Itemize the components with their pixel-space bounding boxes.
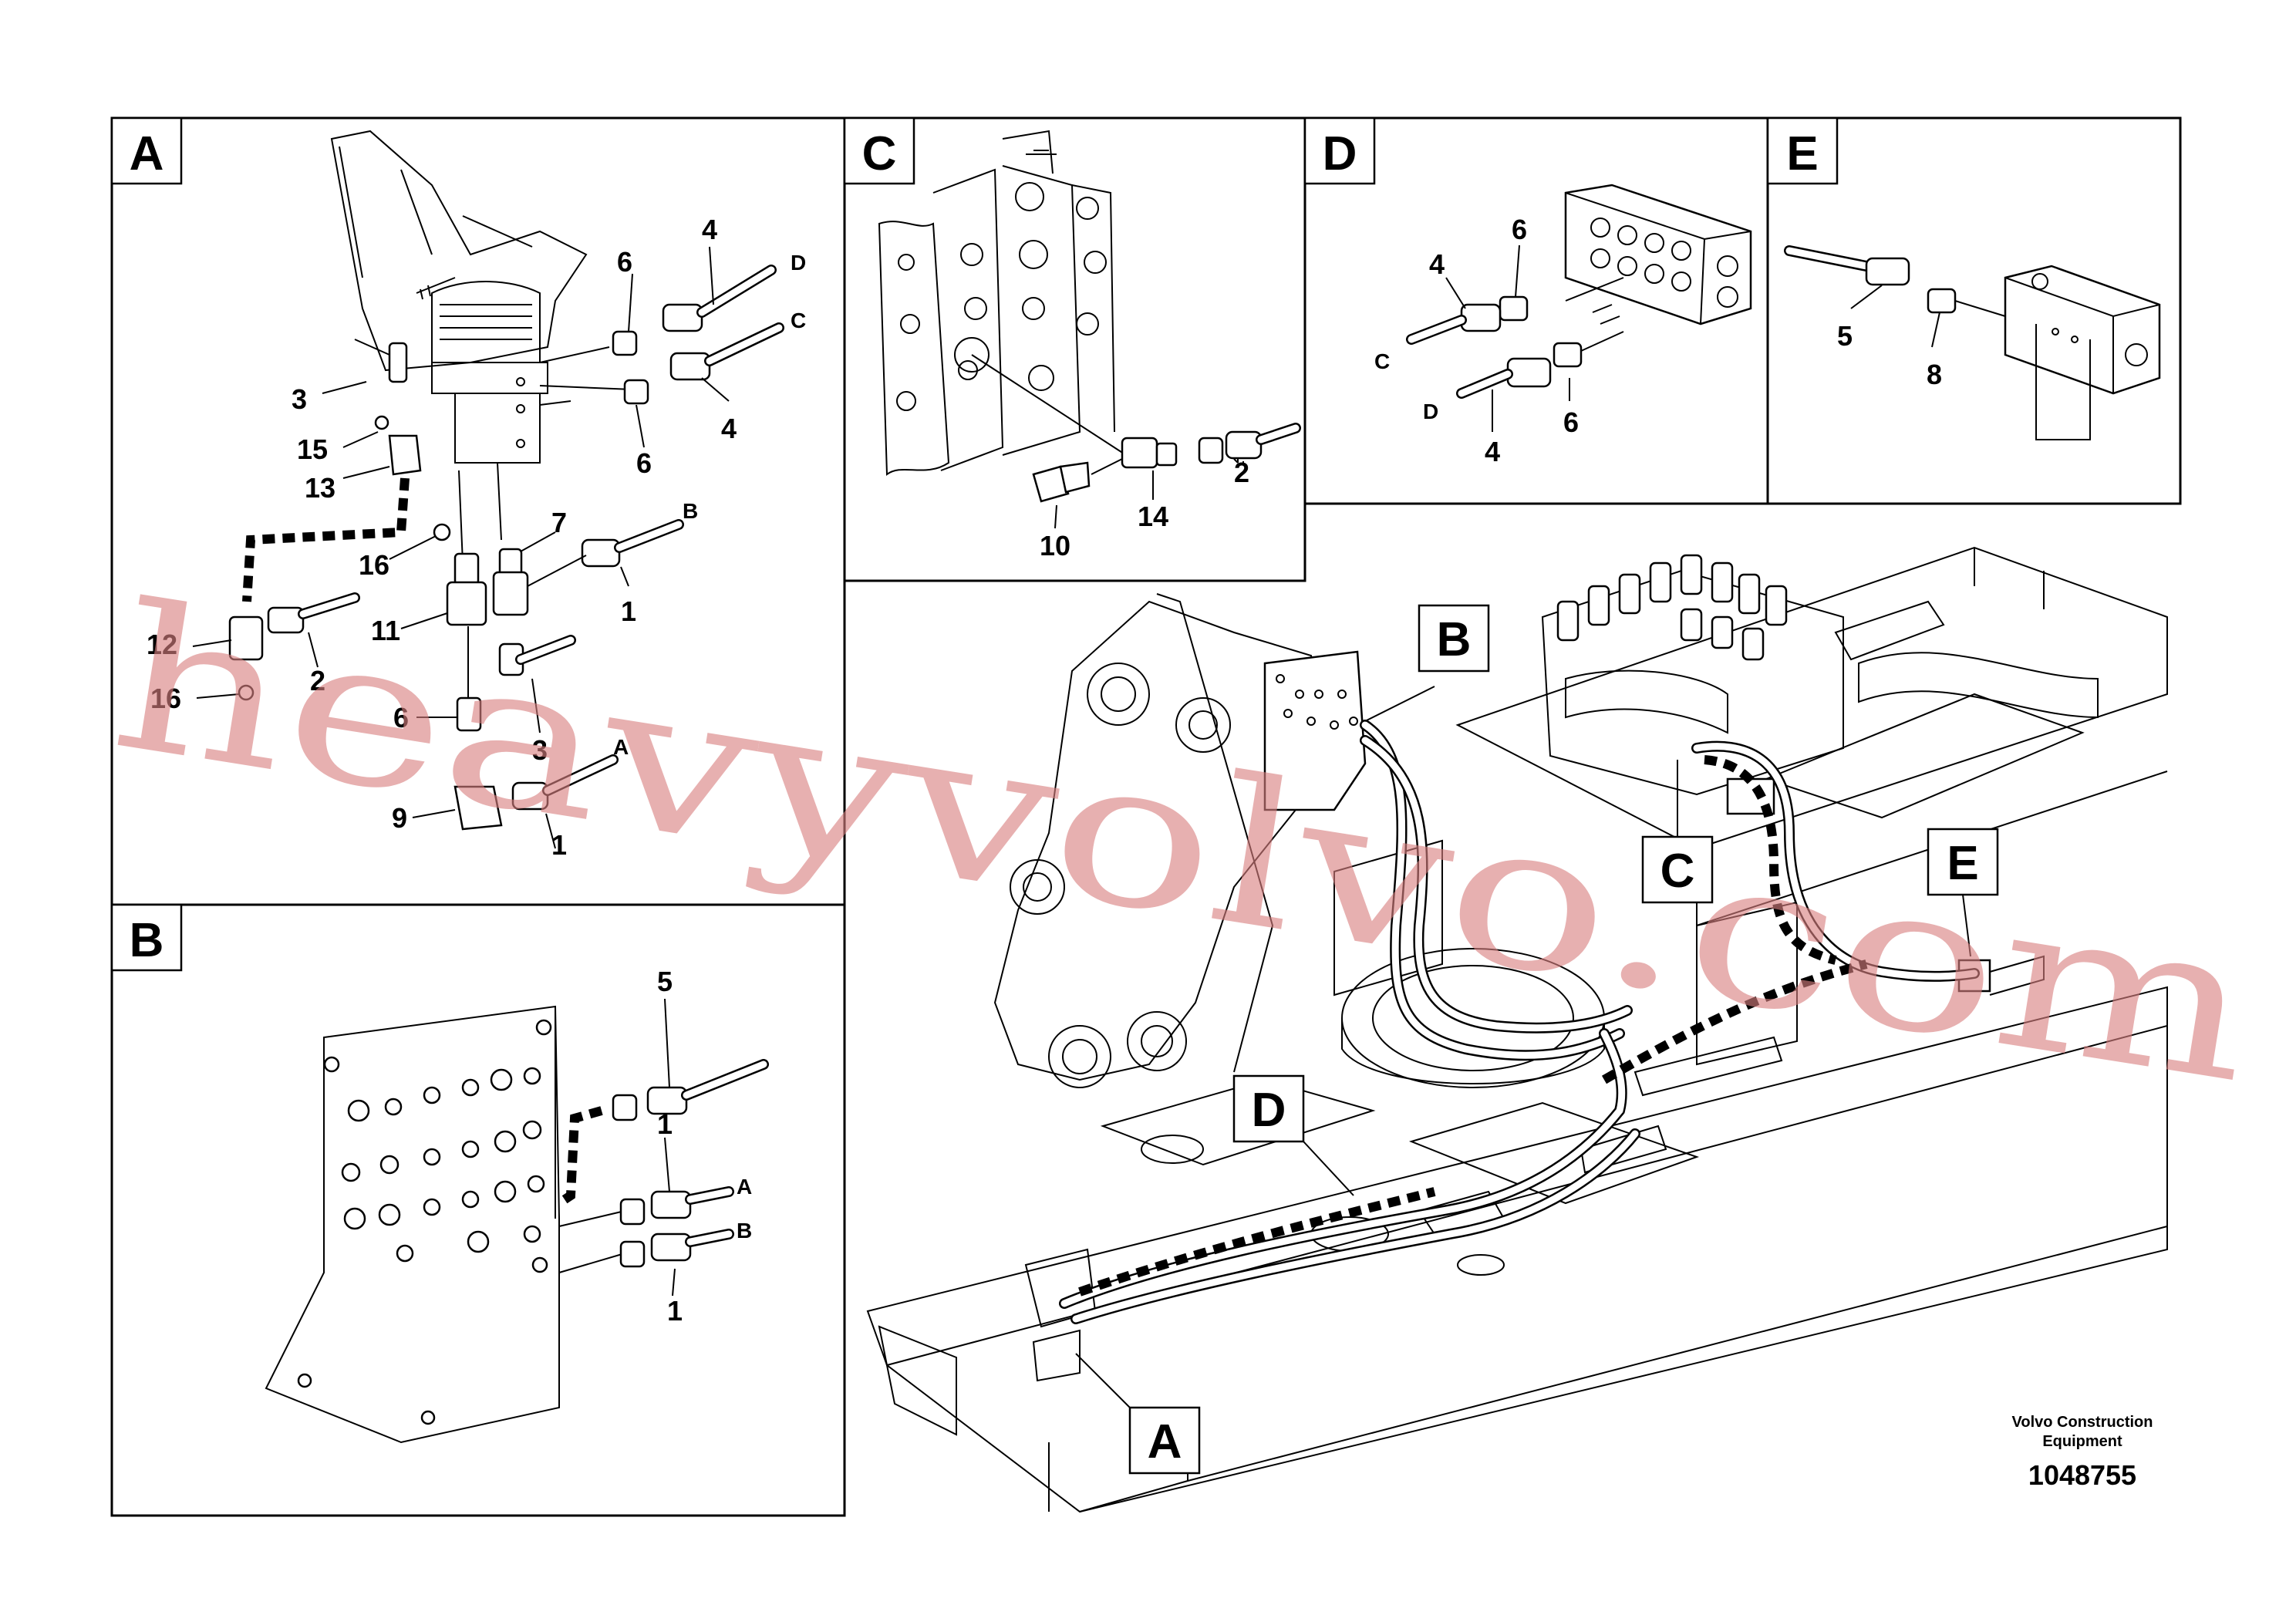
overview-tag-d: D [1232, 1074, 1354, 1196]
hose-4-upper [662, 265, 777, 332]
panel-e-callouts: 5 8 [1837, 320, 1942, 390]
hose-end-label: A [613, 735, 629, 759]
hose-end-label: B [683, 499, 698, 523]
panel-d-fittings [1406, 244, 1624, 432]
svg-text:C: C [1660, 845, 1695, 898]
panel-a-tag: A [110, 116, 183, 185]
pedal-valve-assembly-drawing [330, 130, 588, 464]
hose-4-mid [669, 322, 784, 381]
svg-text:A: A [1148, 1415, 1182, 1469]
callout-label: 12 [147, 629, 177, 660]
panel-d-callouts: 6 4 6 4 C D [1374, 214, 1579, 467]
hose-end-label: A [737, 1175, 752, 1199]
panel-d-tag: D [1303, 116, 1376, 185]
callout-label: 6 [393, 702, 409, 733]
svg-text:D: D [1323, 127, 1357, 180]
callout-label: 4 [702, 214, 717, 245]
panel-e-frame [1766, 116, 2182, 505]
callout-label: 9 [392, 802, 407, 834]
panel-c-tag: C [843, 116, 915, 185]
callout-label: 4 [721, 413, 737, 444]
callout-label: 6 [617, 246, 632, 278]
panel-a-callouts: 4 6 3 15 13 6 4 7 16 12 2 16 1 11 6 3 9 … [147, 214, 806, 861]
hose-end-label: D [791, 251, 806, 275]
panel-c-frame [843, 116, 1306, 582]
callout-label: 10 [1040, 530, 1070, 561]
panel-c-fittings [1032, 423, 1301, 529]
callout-label: 5 [657, 966, 673, 997]
connector-block-drawing [2004, 265, 2161, 440]
callout-label: 3 [532, 734, 548, 766]
callout-label: 6 [636, 447, 652, 479]
callout-label: 6 [1563, 406, 1579, 438]
credit-line-1: Volvo Construction [2012, 1414, 2153, 1431]
overview-tag-c: C [1641, 760, 1714, 904]
callout-label: 7 [551, 507, 567, 538]
document-number: 1048755 [2028, 1459, 2136, 1491]
fitting-6-mid [623, 379, 649, 405]
svg-text:B: B [130, 914, 164, 967]
svg-text:B: B [1437, 613, 1472, 666]
overview-tag-b: B [1364, 604, 1490, 722]
valve-block-plate-drawing [265, 1005, 560, 1444]
callout-label: 1 [657, 1108, 673, 1140]
svg-text:E: E [1786, 127, 1818, 180]
callout-label: 8 [1927, 359, 1942, 390]
hose-end-label: D [1423, 400, 1438, 423]
callout-label: 6 [1512, 214, 1527, 245]
panel-b-tag: B [110, 903, 183, 972]
callout-label: 2 [1234, 457, 1249, 488]
hose-end-label: C [791, 309, 806, 332]
callout-label: 16 [359, 549, 389, 581]
panel-a-hoses [228, 265, 784, 831]
svg-text:E: E [1947, 837, 1978, 890]
overview-hose-routing [1059, 720, 1980, 1324]
panel-b-hoses [556, 998, 769, 1297]
overview-tag-e: E [1927, 828, 1999, 957]
callout-label: 15 [297, 433, 328, 465]
callout-label: 4 [1429, 248, 1445, 280]
svg-text:C: C [862, 127, 897, 180]
callout-label: 14 [1138, 501, 1168, 532]
credit-line-2: Equipment [2042, 1433, 2122, 1450]
hose-end-label: B [737, 1219, 752, 1243]
panel-b-callouts: 5 1 1 A B [657, 966, 752, 1327]
panel-e-tag: E [1766, 116, 1839, 185]
hose-end-label: C [1374, 349, 1390, 373]
callout-label: 16 [150, 683, 181, 714]
callout-label: 4 [1485, 436, 1500, 467]
control-valve-closeup-drawing [878, 130, 1127, 476]
panel-b-frame [110, 903, 846, 1517]
callout-label: 1 [621, 595, 636, 627]
svg-text:D: D [1252, 1084, 1286, 1137]
callout-label: 13 [305, 472, 335, 504]
callout-label: 2 [310, 665, 325, 696]
overview-tag-a: A [1075, 1353, 1201, 1475]
credit-block: Volvo Construction Equipment 1048755 [2012, 1414, 2153, 1491]
callout-label: 3 [292, 383, 307, 415]
svg-text:A: A [130, 127, 164, 180]
panel-e-fittings [1784, 245, 2006, 348]
panel-c-callouts: 2 14 10 [1040, 457, 1249, 561]
callout-label: 5 [1837, 320, 1853, 352]
callout-label: 11 [371, 615, 400, 646]
fitting-6-upper [612, 330, 638, 356]
junction-block-drawing [1564, 184, 1752, 325]
callout-label: 1 [551, 829, 567, 861]
callout-label: 1 [667, 1295, 683, 1327]
panel-a-leaders [192, 246, 730, 849]
